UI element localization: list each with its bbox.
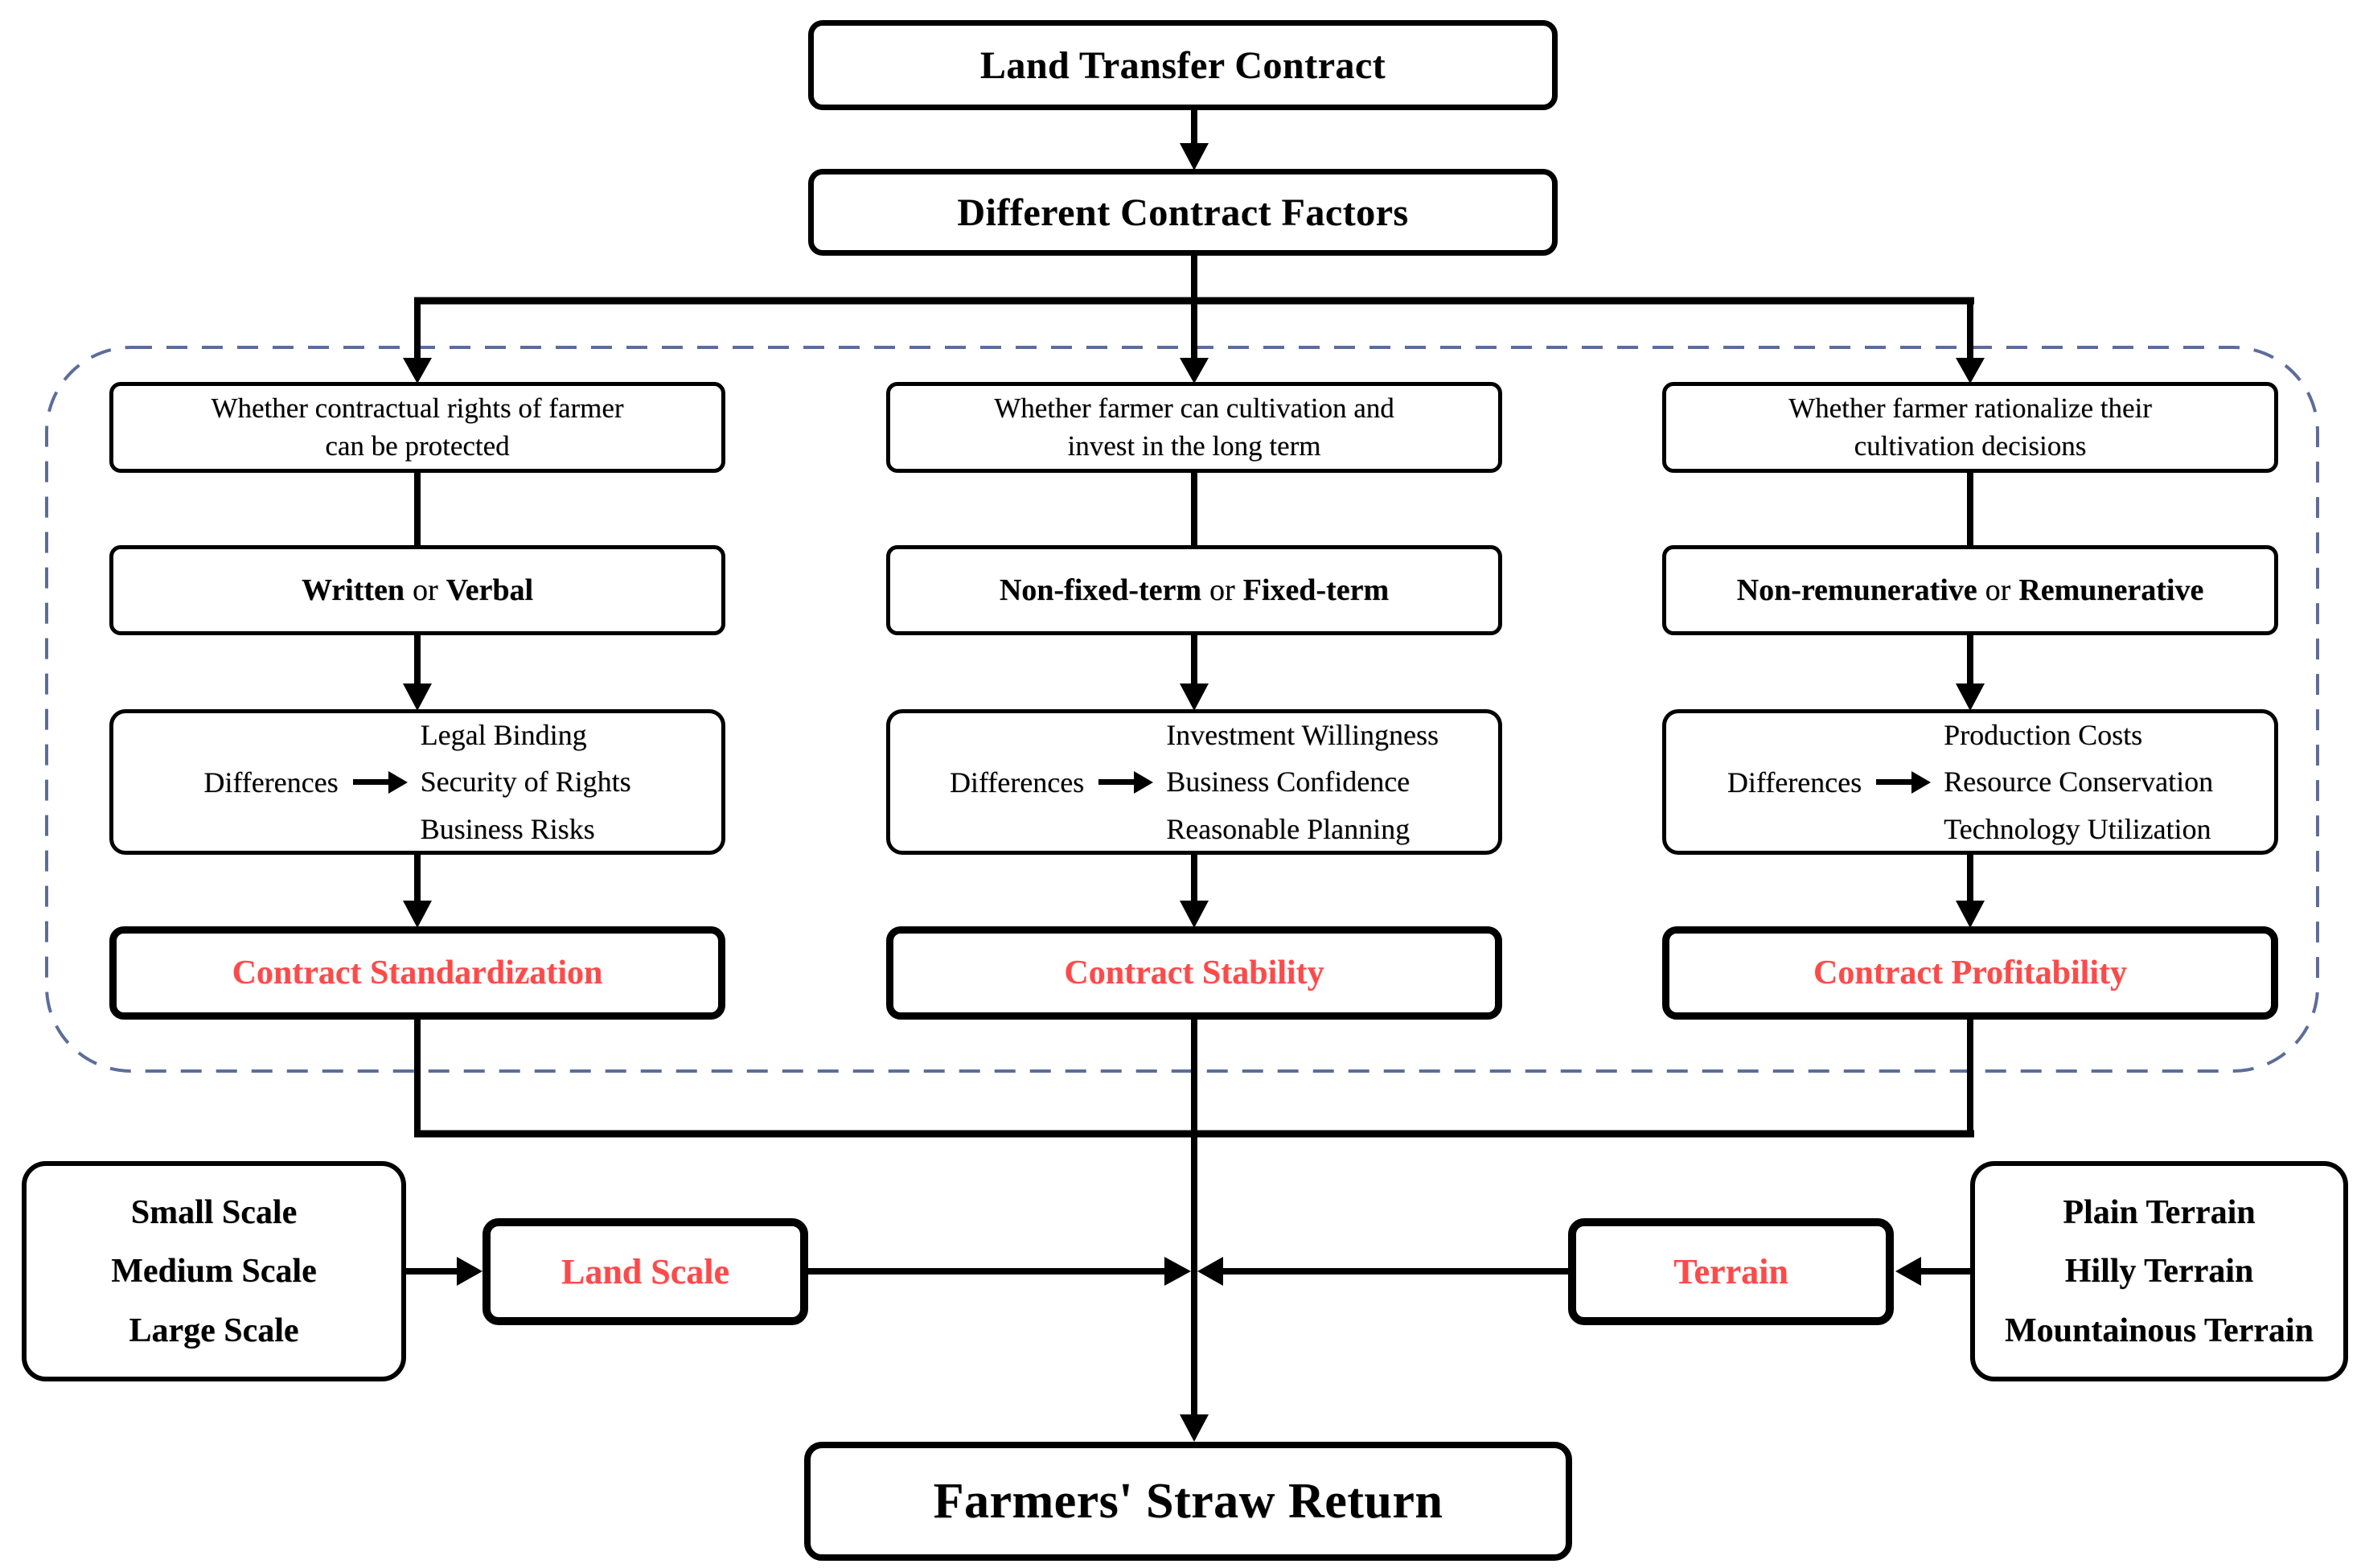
outcome-box-contract-standardization: Contract Standardization	[109, 926, 725, 1020]
differences-label: Differences	[203, 766, 339, 798]
difference-item: Production Costs	[1944, 719, 2143, 752]
option-b: Fixed-term	[1242, 573, 1390, 607]
dashed-region-border	[45, 346, 2319, 1073]
terrain-option: Plain Terrain	[2063, 1193, 2256, 1231]
difference-item: Business Risks	[420, 812, 595, 845]
terrain-label: Terrain	[1673, 1252, 1788, 1291]
option-a: Written	[301, 573, 404, 607]
farmers-straw-return-box: Farmers' Straw Return	[804, 1442, 1572, 1561]
differences-label: Differences	[949, 766, 1085, 798]
differences-arrow-icon	[1098, 779, 1135, 785]
difference-item: Resource Conservation	[1944, 766, 2214, 798]
difference-item: Security of Rights	[420, 766, 631, 798]
option-b: Verbal	[446, 573, 534, 607]
question-box-standardization: Whether contractual rights of farmer can…	[109, 382, 725, 473]
differences-box-profitability: Differences Production Costs Resource Co…	[1662, 709, 2278, 855]
scale-option: Large Scale	[129, 1311, 299, 1349]
option-conjunction: or	[413, 573, 438, 607]
scale-option: Medium Scale	[111, 1253, 317, 1290]
terrain-option: Mountainous Terrain	[2005, 1311, 2314, 1349]
option-a: Non-fixed-term	[999, 573, 1201, 607]
differences-label: Differences	[1727, 766, 1862, 798]
land-scale-options-box: Small Scale Medium Scale Large Scale	[22, 1161, 406, 1381]
land-scale-label: Land Scale	[560, 1252, 730, 1291]
differences-arrow-icon	[1876, 779, 1912, 785]
differences-arrow-icon	[352, 779, 388, 785]
terrain-box: Terrain	[1568, 1218, 1894, 1325]
land-scale-box: Land Scale	[482, 1218, 808, 1325]
question-line: Whether farmer rationalize their	[1788, 392, 2152, 425]
outcome-label: Contract Standardization	[232, 954, 603, 991]
differences-box-stability: Differences Investment Willingness Busin…	[886, 709, 1502, 855]
outcome-label: Contract Stability	[1064, 954, 1324, 991]
difference-item: Technology Utilization	[1944, 812, 2211, 845]
question-box-stability: Whether farmer can cultivation and inves…	[886, 382, 1502, 473]
differences-content: Differences Investment Willingness Busin…	[890, 712, 1498, 852]
option-a: Non-remunerative	[1736, 573, 1977, 607]
scale-option: Small Scale	[130, 1193, 298, 1231]
differences-content: Differences Production Costs Resource Co…	[1666, 712, 2274, 852]
option-conjunction: or	[1209, 573, 1235, 607]
question-line: invest in the long term	[1067, 429, 1321, 462]
outcome-label: Contract Profitability	[1813, 954, 2127, 991]
differences-box-standardization: Differences Legal Binding Security of Ri…	[109, 709, 725, 855]
terrain-option: Hilly Terrain	[2064, 1253, 2254, 1290]
difference-item: Legal Binding	[420, 719, 587, 752]
outcome-box-contract-profitability: Contract Profitability	[1662, 926, 2278, 1020]
question-line: can be protected	[325, 429, 510, 462]
land-transfer-contract-box: Land Transfer Contract	[808, 20, 1558, 110]
differences-items: Investment Willingness Business Confiden…	[1166, 712, 1439, 852]
land-transfer-contract-label: Land Transfer Contract	[979, 43, 1386, 87]
question-line: Whether contractual rights of farmer	[211, 392, 624, 425]
option-conjunction: or	[1985, 573, 2011, 607]
different-contract-factors-label: Different Contract Factors	[957, 191, 1409, 234]
question-box-profitability: Whether farmer rationalize their cultiva…	[1662, 382, 2278, 473]
difference-item: Business Confidence	[1166, 766, 1410, 798]
terrain-options-box: Plain Terrain Hilly Terrain Mountainous …	[1970, 1161, 2348, 1381]
question-line: cultivation decisions	[1854, 429, 2087, 462]
farmers-straw-return-label: Farmers' Straw Return	[933, 1473, 1443, 1529]
different-contract-factors-box: Different Contract Factors	[808, 169, 1558, 256]
differences-items: Production Costs Resource Conservation T…	[1944, 712, 2213, 852]
option-b: Remunerative	[2018, 573, 2204, 607]
outcome-box-contract-stability: Contract Stability	[886, 926, 1502, 1020]
differences-items: Legal Binding Security of Rights Busines…	[421, 712, 631, 852]
differences-content: Differences Legal Binding Security of Ri…	[113, 712, 721, 852]
difference-item: Investment Willingness	[1166, 719, 1439, 752]
difference-item: Reasonable Planning	[1166, 812, 1410, 845]
question-line: Whether farmer can cultivation and	[994, 392, 1394, 425]
